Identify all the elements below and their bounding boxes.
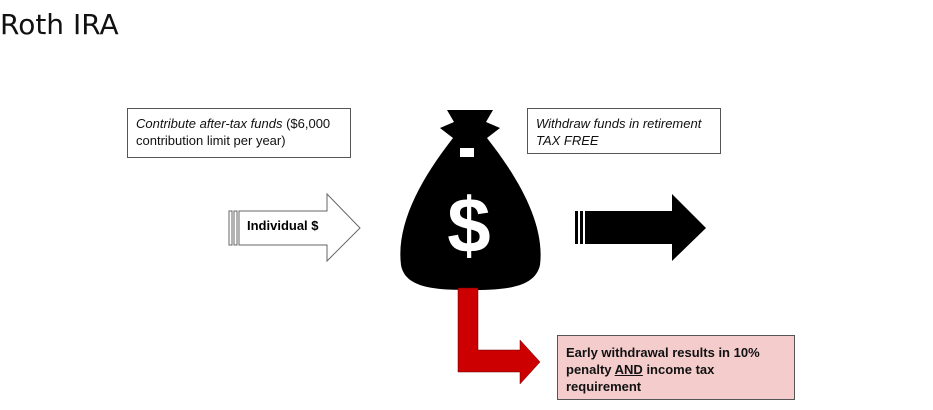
page-title: Roth IRA [0, 8, 119, 41]
contribution-italic: Contribute after-tax funds [136, 116, 283, 131]
early-text: Early withdrawal results in 10% penalty [566, 345, 760, 377]
withdraw-line1: Withdraw funds in retirement [536, 116, 702, 131]
early-and: AND [614, 362, 643, 377]
withdraw-line2: TAX FREE [536, 133, 599, 148]
early-withdrawal-box: Early withdrawal results in 10% penalty … [557, 335, 795, 400]
input-arrow-label: Individual $ [247, 218, 319, 233]
early-text-end: income tax requirement [566, 362, 715, 394]
output-arrow [575, 194, 706, 261]
money-bag-icon: $ [400, 110, 541, 290]
early-withdrawal-arrow [457, 287, 541, 385]
contribution-box: Contribute after-tax funds ($6,000 contr… [127, 108, 351, 158]
input-arrow [228, 192, 361, 263]
bag-dollar-symbol: $ [447, 181, 490, 269]
contribution-text: ($6,000 contribution limit per year) [136, 116, 331, 148]
